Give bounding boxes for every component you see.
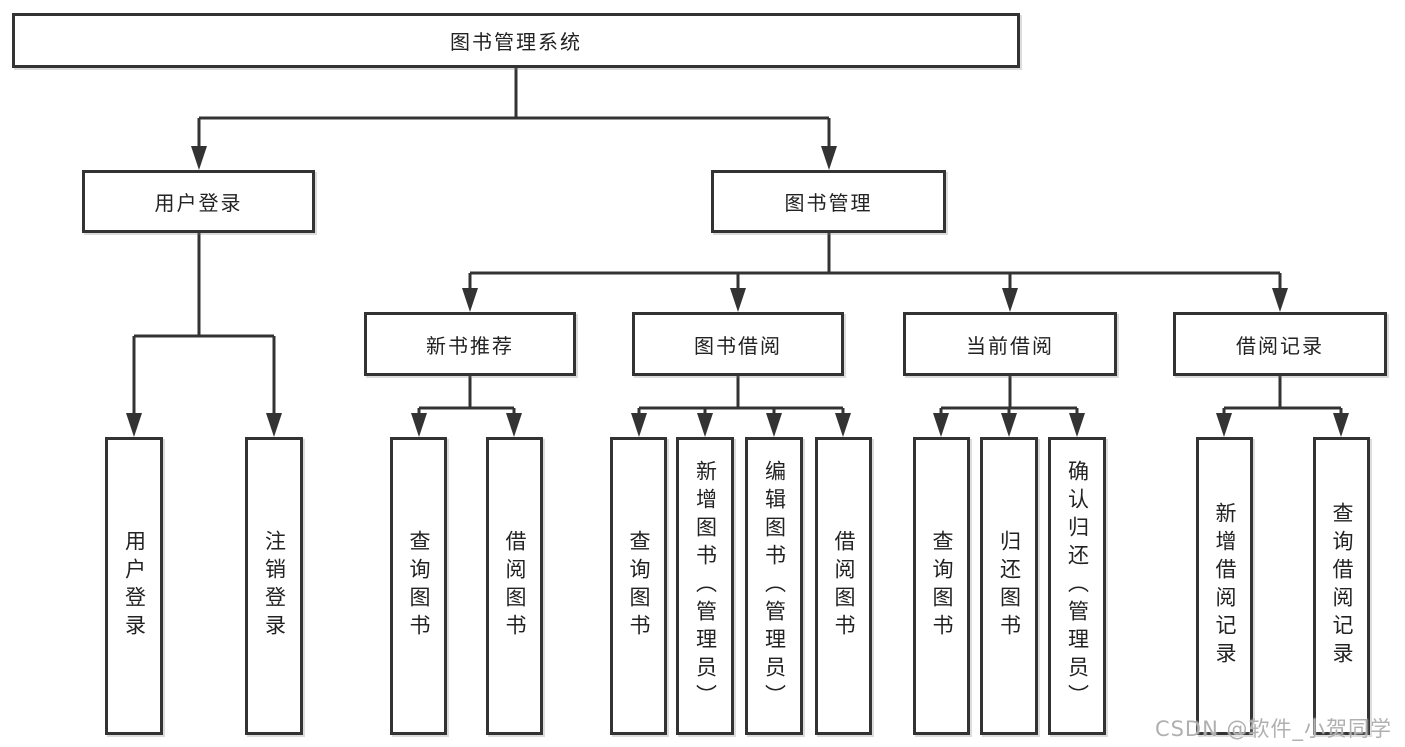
arrowhead-borrow-records <box>1272 288 1288 312</box>
node-label: 查询借阅记录 <box>1330 502 1354 670</box>
node-label: 编辑图书（管理员） <box>762 460 787 712</box>
node-label: 查询图书 <box>930 530 954 642</box>
node-label: 借阅图书 <box>503 530 527 642</box>
arrowhead-book-mgmt-branch <box>821 146 837 170</box>
arrowhead-cb-query <box>933 413 949 437</box>
node-label: 归还图书 <box>997 530 1022 642</box>
node-bb-edit-books-admin: 编辑图书（管理员） <box>745 437 803 735</box>
node-nbr-borrow-books: 借阅图书 <box>486 437 543 735</box>
node-label: 新书推荐 <box>426 333 514 358</box>
node-current-borrowing: 当前借阅 <box>903 312 1117 376</box>
node-nbr-query-books: 查询图书 <box>390 437 447 735</box>
node-new-book-recommendation: 新书推荐 <box>364 312 576 376</box>
node-bb-query-books: 查询图书 <box>610 437 667 735</box>
node-user-login-branch: 用户登录 <box>82 170 315 233</box>
node-borrowing-records: 借阅记录 <box>1173 312 1387 376</box>
node-label: 图书管理系统 <box>450 30 582 54</box>
node-label: 当前借阅 <box>966 333 1054 358</box>
arrowhead-cb-return <box>1001 413 1017 437</box>
arrowhead-cb-confirm <box>1069 413 1085 437</box>
node-library-management-system: 图书管理系统 <box>12 13 1020 68</box>
node-label: 借阅记录 <box>1236 333 1324 358</box>
arrowhead-br-query <box>1333 413 1349 437</box>
arrowhead-nbr-borrow <box>506 413 522 437</box>
node-label: 图书管理 <box>784 191 873 215</box>
node-label: 新增图书（管理员） <box>693 460 718 712</box>
connector-root-branches <box>197 68 831 150</box>
arrowhead-user-login-branch <box>191 146 207 170</box>
node-br-add-record: 新增借阅记录 <box>1196 437 1253 735</box>
node-bb-add-books-admin: 新增图书（管理员） <box>676 437 734 735</box>
arrowhead-br-add <box>1216 413 1232 437</box>
connector-new-book-rec-group <box>417 376 516 415</box>
node-label: 用户登录 <box>154 191 243 215</box>
csdn-watermark: CSDN @软件_小贺同学 <box>1154 717 1392 741</box>
node-label: 借阅图书 <box>832 530 856 642</box>
node-user-login-leaf: 用户登录 <box>105 437 163 735</box>
node-label: 用户登录 <box>122 530 147 642</box>
arrowhead-current-borrow <box>1002 288 1018 312</box>
arrowhead-new-book-rec <box>462 288 478 312</box>
arrowhead-user-login-leaf <box>126 413 142 437</box>
connector-current-borrow-group <box>939 376 1079 415</box>
arrowhead-bb-query <box>631 413 647 437</box>
node-label: 查询图书 <box>407 530 431 642</box>
arrowhead-bb-add <box>697 413 713 437</box>
node-cb-query-books: 查询图书 <box>913 437 970 735</box>
connector-borrow-records-group <box>1222 376 1343 415</box>
connector-book-mgmt-group <box>468 233 1282 290</box>
node-cb-confirm-return-admin: 确认归还（管理员） <box>1048 437 1106 735</box>
connector-user-login-group <box>132 233 276 415</box>
arrowhead-logout-leaf <box>266 413 282 437</box>
arrowhead-bb-borrow <box>835 413 851 437</box>
node-logout: 注销登录 <box>245 437 303 735</box>
node-book-management: 图书管理 <box>711 170 946 233</box>
node-book-borrowing: 图书借阅 <box>632 312 844 376</box>
node-br-query-record: 查询借阅记录 <box>1313 437 1370 735</box>
node-bb-borrow-books: 借阅图书 <box>815 437 872 735</box>
arrowhead-bb-edit <box>766 413 782 437</box>
node-label: 确认归还（管理员） <box>1065 460 1090 712</box>
node-label: 图书借阅 <box>694 333 782 358</box>
connector-book-borrow-group <box>637 376 845 415</box>
node-label: 新增借阅记录 <box>1213 502 1237 670</box>
node-label: 查询图书 <box>627 530 651 642</box>
node-label: 注销登录 <box>262 530 287 642</box>
arrowhead-book-borrow <box>730 288 746 312</box>
node-cb-return-books: 归还图书 <box>980 437 1038 735</box>
arrowhead-nbr-query <box>411 413 427 437</box>
